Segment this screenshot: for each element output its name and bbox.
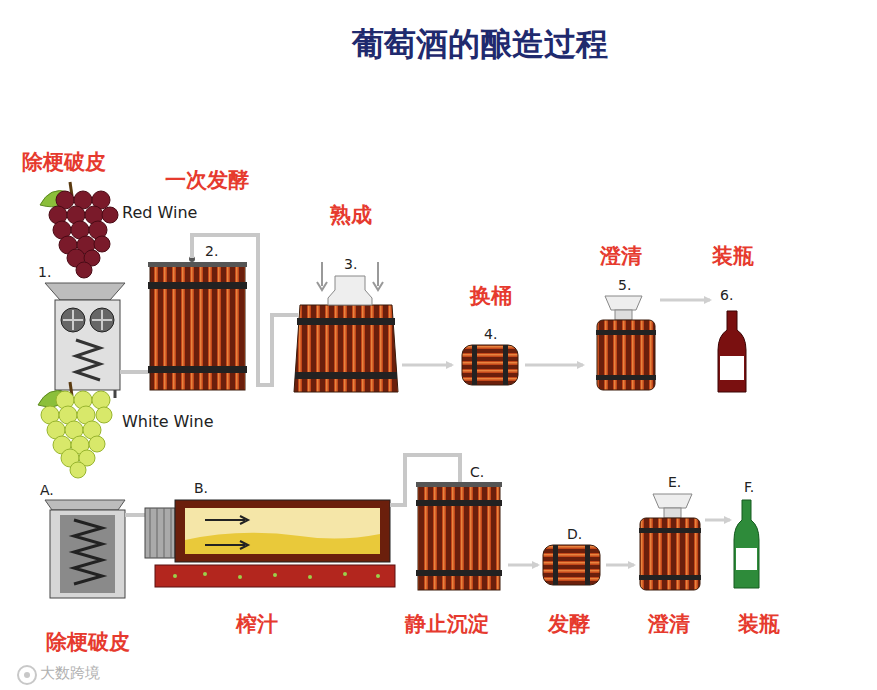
callout-number: D. [567, 526, 582, 542]
callout-number: 4. [484, 326, 497, 342]
callout-number: A. [40, 482, 54, 498]
step-label: 静止沉淀 [405, 612, 489, 636]
callout-number: 1. [38, 264, 51, 280]
callout-number: C. [470, 464, 484, 480]
step-label: 除梗破皮 [22, 150, 106, 174]
step-label: 澄清 [648, 612, 690, 636]
callout-number: E. [668, 474, 681, 490]
step-label: 发酵 [548, 612, 590, 636]
step-label: 除梗破皮 [46, 630, 130, 654]
step-label: 装瓶 [738, 612, 780, 636]
wine-type-label: Red Wine [122, 204, 197, 222]
step-label: 一次发酵 [165, 168, 249, 192]
wine-type-label: White Wine [122, 413, 214, 431]
callout-number: 6. [720, 287, 733, 303]
callout-number: 3. [344, 256, 357, 272]
callout-number: B. [194, 480, 208, 496]
step-label: 榨汁 [236, 612, 278, 636]
callout-number: F. [744, 479, 754, 495]
step-label: 装瓶 [712, 244, 754, 268]
diagram-title: 葡萄酒的酿造过程 [352, 26, 608, 63]
step-label: 澄清 [600, 244, 642, 268]
step-label: 换桶 [470, 284, 512, 308]
step-label: 熟成 [330, 203, 372, 227]
callout-number: 2. [205, 243, 218, 259]
watermark: 大数跨境 [40, 665, 100, 682]
callout-number: 5. [618, 277, 631, 293]
